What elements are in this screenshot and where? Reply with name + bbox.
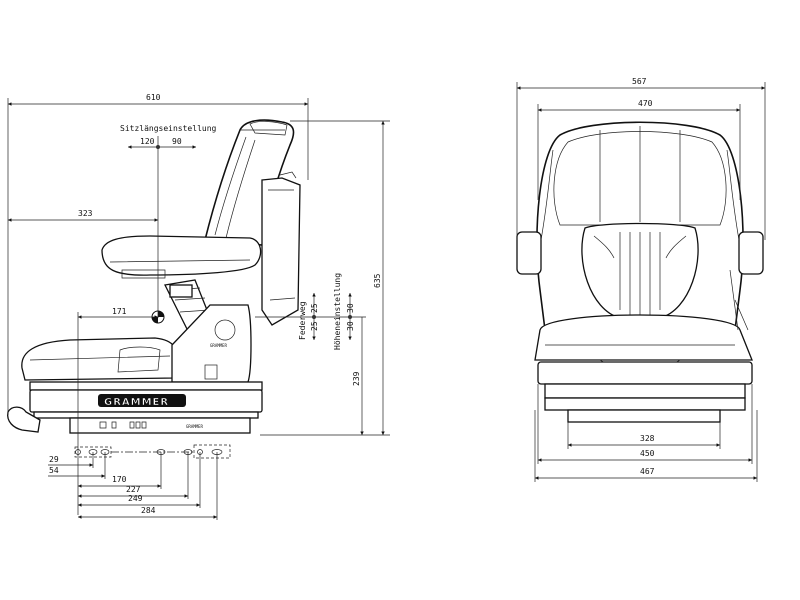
dim-height-adjust: Höheneinstellung 30 30	[333, 273, 355, 350]
side-housing-brand: GRAMMER	[210, 343, 227, 348]
dim-seat-adjust: Sitzlängseinstellung 120 90	[120, 124, 217, 318]
dim-ref-to-rear: 171	[77, 307, 158, 515]
dim-635-label: 635	[373, 273, 382, 288]
dim-overall-width: 610	[7, 93, 309, 415]
dim-suspension-travel: Federweg 25 25	[298, 293, 319, 340]
suspension-label: Federweg	[298, 301, 307, 340]
dim-171-label: 171	[112, 307, 127, 316]
suspension-up-label: 25	[310, 303, 319, 313]
side-base-brand-logo: GRAMMER	[104, 397, 169, 408]
height-adjust-up-label: 30	[346, 303, 355, 313]
dim-467-label: 467	[640, 467, 655, 476]
dim-base-width: 450	[537, 384, 753, 464]
dim-29-label: 29	[49, 455, 59, 464]
dim-450-label: 450	[640, 449, 655, 458]
dim-610-label: 610	[146, 93, 161, 102]
dim-470-label: 470	[638, 99, 653, 108]
dim-base-height: 239	[255, 316, 366, 435]
front-seat-outline	[516, 121, 764, 423]
side-seat-outline: GRAMMER GRAMMER GRAMMER	[7, 119, 301, 434]
side-view: GRAMMER GRAMMER GRAMMER 610 Sitzlängsein…	[7, 93, 390, 520]
dim-base-outer: 467	[534, 410, 758, 482]
dim-mount-inner: 328	[567, 422, 721, 449]
dim-249-label: 249	[128, 494, 143, 503]
dim-170-label: 170	[112, 475, 127, 484]
dim-227-label: 227	[126, 485, 141, 494]
dim-567-label: 567	[632, 77, 647, 86]
height-adjust-label: Höheneinstellung	[333, 273, 342, 350]
dim-ref-to-front: 323	[8, 209, 158, 222]
suspension-down-label: 25	[310, 321, 319, 331]
dim-323-label: 323	[78, 209, 93, 218]
seat-adjust-forward-label: 90	[172, 137, 182, 146]
seat-adjust-back-label: 120	[140, 137, 155, 146]
dim-328-label: 328	[640, 434, 655, 443]
bottom-dimensions: 29 54 170 227 249 284	[48, 452, 218, 520]
dim-239-label: 239	[352, 371, 361, 386]
dim-54-label: 54	[49, 466, 59, 475]
seat-adjust-label: Sitzlängseinstellung	[120, 124, 217, 133]
side-rail-brand: GRAMMER	[186, 424, 203, 429]
mounting-hole-pattern	[74, 444, 231, 459]
front-view: 567 470 328 450 467	[516, 77, 766, 482]
dim-front-overall-width: 567	[516, 77, 766, 240]
dim-284-label: 284	[141, 506, 156, 515]
height-adjust-down-label: 30	[346, 321, 355, 331]
dim-overall-height: 635	[260, 120, 390, 436]
dim-backrest-width: 470	[537, 99, 741, 200]
